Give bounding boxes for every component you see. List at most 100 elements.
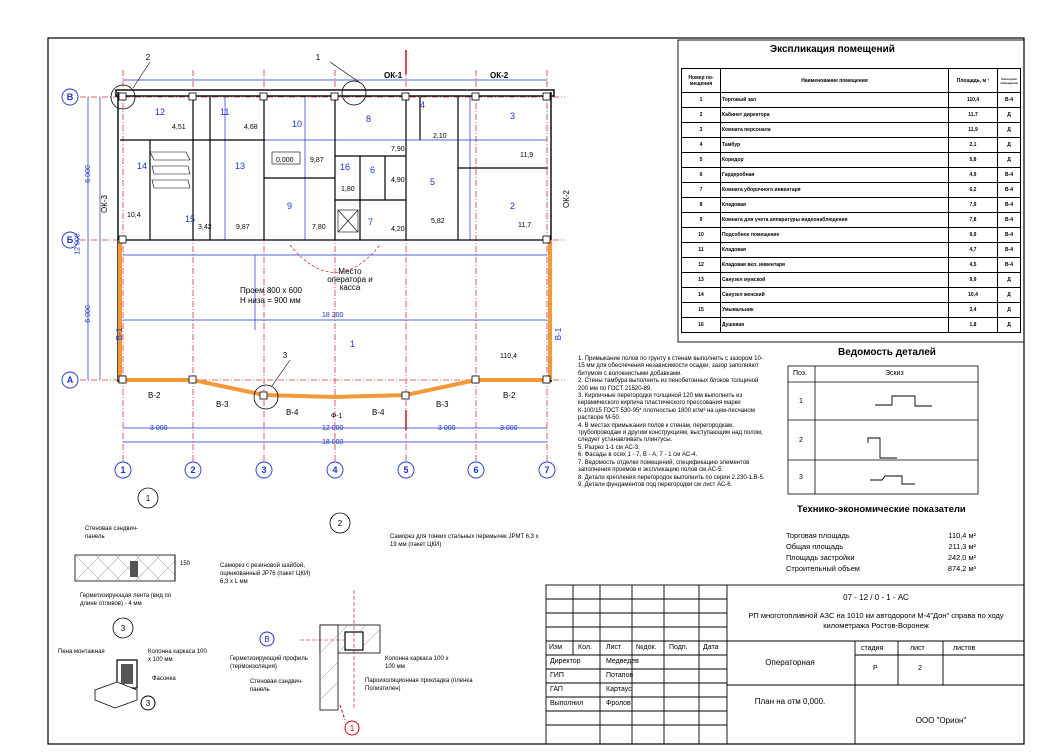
room-area: 11,9: [520, 152, 534, 159]
svg-text:2: 2: [146, 53, 151, 62]
cell-no: 12: [681, 257, 721, 273]
cell-name: Гардеробная: [720, 167, 949, 183]
cell-area: 3,4: [948, 302, 998, 318]
room-area: 4,68: [244, 124, 258, 131]
tep-label: Общая площадь: [786, 542, 844, 551]
cell-cat: В-4: [997, 242, 1021, 258]
tep-label: Площадь застройки: [786, 553, 855, 562]
note-item: 9. Детали фундаментов под перегородки см…: [578, 481, 733, 488]
cell-name: Кабинет директора: [720, 107, 949, 123]
cell-no: 16: [681, 317, 721, 333]
dimension-text: 6 000: [84, 165, 92, 183]
col-header: Номер по-мещения: [681, 68, 721, 93]
dimension-text: 6 000: [84, 305, 92, 323]
cell-area: 6,2: [948, 182, 998, 198]
svg-text:4: 4: [332, 465, 337, 475]
note-item: 8. Детали крепления перегородок выполнит…: [578, 474, 765, 481]
sheet-label: лист: [910, 645, 925, 652]
sanitary-fixtures: [149, 151, 359, 233]
opening-label: В-3: [216, 400, 229, 409]
dimension-text: 3 000: [500, 425, 518, 432]
rooms-table: Номер по-мещения Наименование помещения …: [681, 68, 1021, 333]
drawing-name: План на отм 0,000.: [754, 697, 826, 706]
room-area: 7,90: [391, 146, 405, 153]
room-area: 9,87: [310, 157, 324, 164]
node2-label: Колонна каркаса 100 х 100 мм: [385, 656, 449, 670]
dimension-text: 3 000: [150, 425, 168, 432]
tep-label: Строительный объем: [786, 564, 860, 573]
staff-role: ГИП: [550, 672, 564, 679]
cell-cat: Д: [997, 317, 1021, 333]
cell-no: 13: [681, 272, 721, 288]
svg-text:В: В: [67, 92, 74, 102]
opening-size-label: Проем 800 х 600: [240, 286, 302, 295]
opening-label: Ф-1: [331, 413, 343, 420]
cell-area: 5,8: [948, 152, 998, 168]
room-number: 7: [368, 217, 374, 227]
tb-header: Изм: [549, 644, 563, 651]
note-item: 1. Примыкание полов по грунту к стенам в…: [578, 356, 763, 377]
cell-name: Санузел женский: [720, 287, 949, 303]
staff-name: Картаус: [606, 686, 632, 693]
cell-area: 2,1: [948, 137, 998, 153]
details-pos: 2: [799, 437, 803, 444]
tep-value: 110,4 м²: [948, 531, 976, 540]
cell-cat: Д: [997, 152, 1021, 168]
cell-area: 1,8: [948, 317, 998, 333]
room-number: 3: [510, 111, 516, 121]
svg-text:Б: Б: [67, 235, 74, 245]
rooms-table-title: Экспликация помещений: [770, 44, 895, 55]
room-area: 110,4: [500, 353, 517, 360]
dimension-text: 12 000: [322, 425, 344, 432]
tep-label: Торговая площадь: [786, 531, 850, 540]
svg-text:3: 3: [121, 624, 126, 633]
cell-no: 11: [681, 242, 721, 258]
staff-role: Директор: [550, 658, 581, 665]
title-block-frame: [545, 584, 1025, 745]
room-number: 4: [420, 100, 426, 110]
svg-text:5: 5: [403, 465, 408, 475]
dimension-text: 18 200: [322, 312, 344, 319]
operator-place-label: Место оператора и касса: [327, 267, 373, 292]
room-area: 5,82: [431, 218, 445, 225]
note-item: 7. Ведомость отделки помещений, специфик…: [578, 459, 750, 474]
cell-cat: Д: [997, 302, 1021, 318]
svg-text:3: 3: [146, 699, 151, 708]
cell-no: 7: [681, 182, 721, 198]
node2-label: Герметизирующий профиль (термоизоляция): [230, 656, 308, 670]
cell-no: 10: [681, 227, 721, 243]
node1-label: Герметизирующая лента (вид по длине отли…: [80, 593, 172, 607]
room-area: 9,87: [236, 224, 250, 231]
node2-label: Пароизоляционная прокладка (пленка Полиэ…: [365, 678, 473, 692]
room-area: 4,90: [391, 177, 405, 184]
cell-cat: Д: [997, 137, 1021, 153]
col-header: Площадь, м ²: [948, 68, 998, 93]
room-area: 1,80: [341, 186, 355, 193]
cell-area: 9,9: [948, 227, 998, 243]
svg-text:6: 6: [473, 465, 478, 475]
company-name: ООО "Орион": [915, 716, 967, 725]
svg-text:1: 1: [316, 53, 321, 62]
cell-no: 3: [681, 122, 721, 138]
svg-text:3: 3: [283, 351, 288, 360]
note-item: 3. Кирпичные перегородки толщиной 120 мм…: [578, 393, 755, 422]
details-col: Поз.: [793, 370, 807, 377]
cell-name: Душевая: [720, 317, 949, 333]
dimension-text: 12 000: [74, 233, 82, 255]
room-area: 7,80: [312, 224, 326, 231]
opening-label: ОК-2: [562, 190, 571, 208]
details-pos: 3: [799, 474, 803, 481]
tep-value: 211,3 м²: [948, 542, 976, 551]
tb-header: Кол.: [578, 644, 592, 651]
cell-area: 4,9: [948, 167, 998, 183]
opening-label: В-4: [372, 408, 385, 417]
